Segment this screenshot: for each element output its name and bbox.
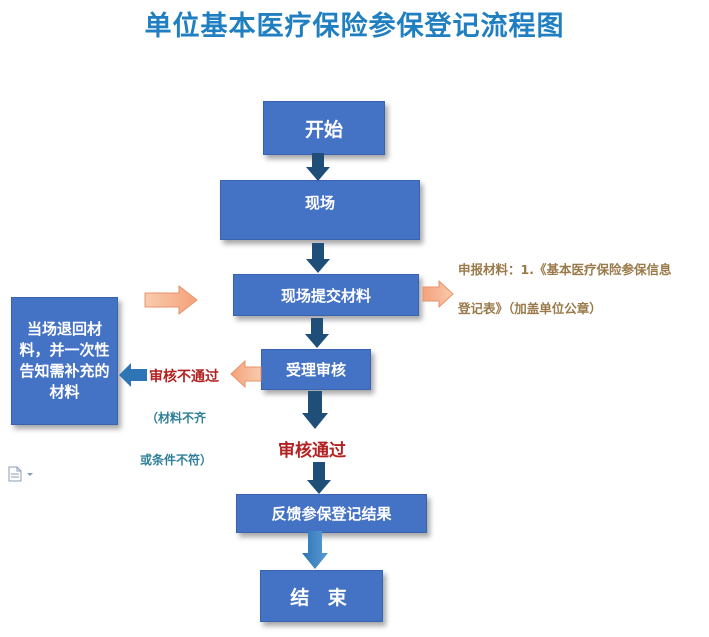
feedback-result-box: 反馈参保登记结果 (236, 494, 427, 533)
arrow-submit-to-review (305, 318, 329, 348)
arrow-feedback-to-end (302, 531, 328, 569)
fail-reason-line2: 或条件不符） (140, 453, 213, 467)
arrow-pass-to-feedback (307, 462, 331, 494)
document-icon[interactable] (8, 466, 36, 482)
return-materials-box: 当场退回材料，并一次性告知需补充的材料 (11, 297, 118, 425)
arrow-onsite-to-submit (306, 243, 330, 273)
review-pass-label: 审核通过 (278, 441, 346, 461)
materials-note-line2: 登记表》（加盖单位公章） (458, 301, 602, 316)
arrow-review-to-fail (230, 359, 262, 389)
review-box: 受理审核 (261, 349, 371, 390)
materials-note-line1: 申报材料：1.《基本医疗保险参保信息 (458, 262, 672, 277)
submit-materials-box: 现场提交材料 (233, 274, 419, 316)
page-title: 单位基本医疗保险参保登记流程图 (144, 11, 565, 42)
arrow-review-to-pass (302, 391, 328, 429)
start-box: 开始 (263, 101, 385, 155)
arrow-submit-to-note (422, 279, 454, 309)
fail-reason-line1: （材料不齐 (146, 411, 207, 425)
arrow-start-to-onsite (306, 153, 330, 181)
arrow-left-into-submit (144, 284, 198, 316)
end-box: 结 束 (260, 570, 383, 622)
review-fail-label: 审核不通过 (149, 369, 219, 385)
onsite-box: 现场 (220, 180, 420, 240)
arrow-fail-to-return (119, 363, 147, 387)
